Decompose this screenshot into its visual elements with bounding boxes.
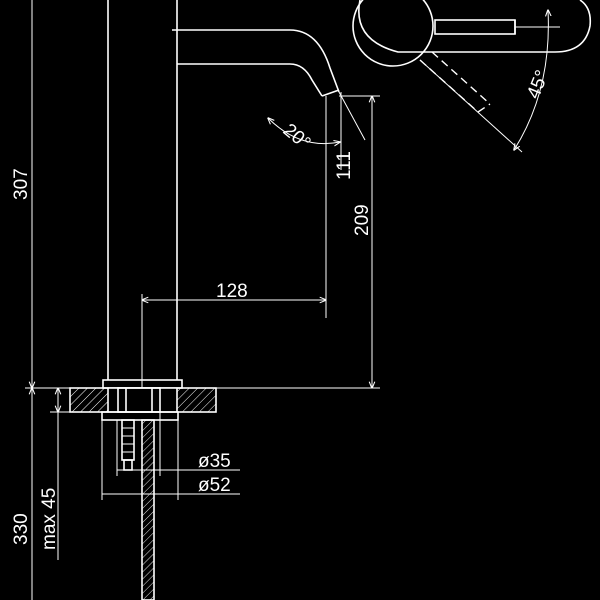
dim-307: 307 — [11, 0, 70, 388]
angle-45-label: 45° — [523, 67, 553, 102]
dia-35-label: ø35 — [198, 451, 231, 472]
angle-20-label: 20° — [279, 120, 315, 155]
fixing-assembly — [101, 387, 179, 471]
dia-52-label: ø52 — [198, 475, 231, 496]
dim-330-label: 330 — [11, 513, 32, 545]
dim-209: 209 — [216, 96, 380, 388]
countertop-section — [69, 387, 217, 413]
dim-128: 128 — [142, 96, 326, 388]
dim-209-label: 209 — [352, 204, 373, 236]
dim-max45-label: max 45 — [39, 488, 60, 550]
dim-111: 111 — [334, 92, 355, 180]
dim-330: 330 — [11, 388, 32, 600]
dim-dia52: ø52 — [101, 420, 240, 500]
dim-307-label: 307 — [11, 168, 32, 200]
faucet-body — [102, 0, 340, 389]
dim-111-label: 111 — [334, 151, 355, 180]
handle-top-view: 45° — [352, 0, 592, 153]
dim-max45: max 45 — [39, 388, 70, 560]
braided-hose — [141, 419, 155, 600]
angle-20-dimension: 20° — [268, 91, 366, 155]
dim-128-label: 128 — [216, 281, 248, 302]
